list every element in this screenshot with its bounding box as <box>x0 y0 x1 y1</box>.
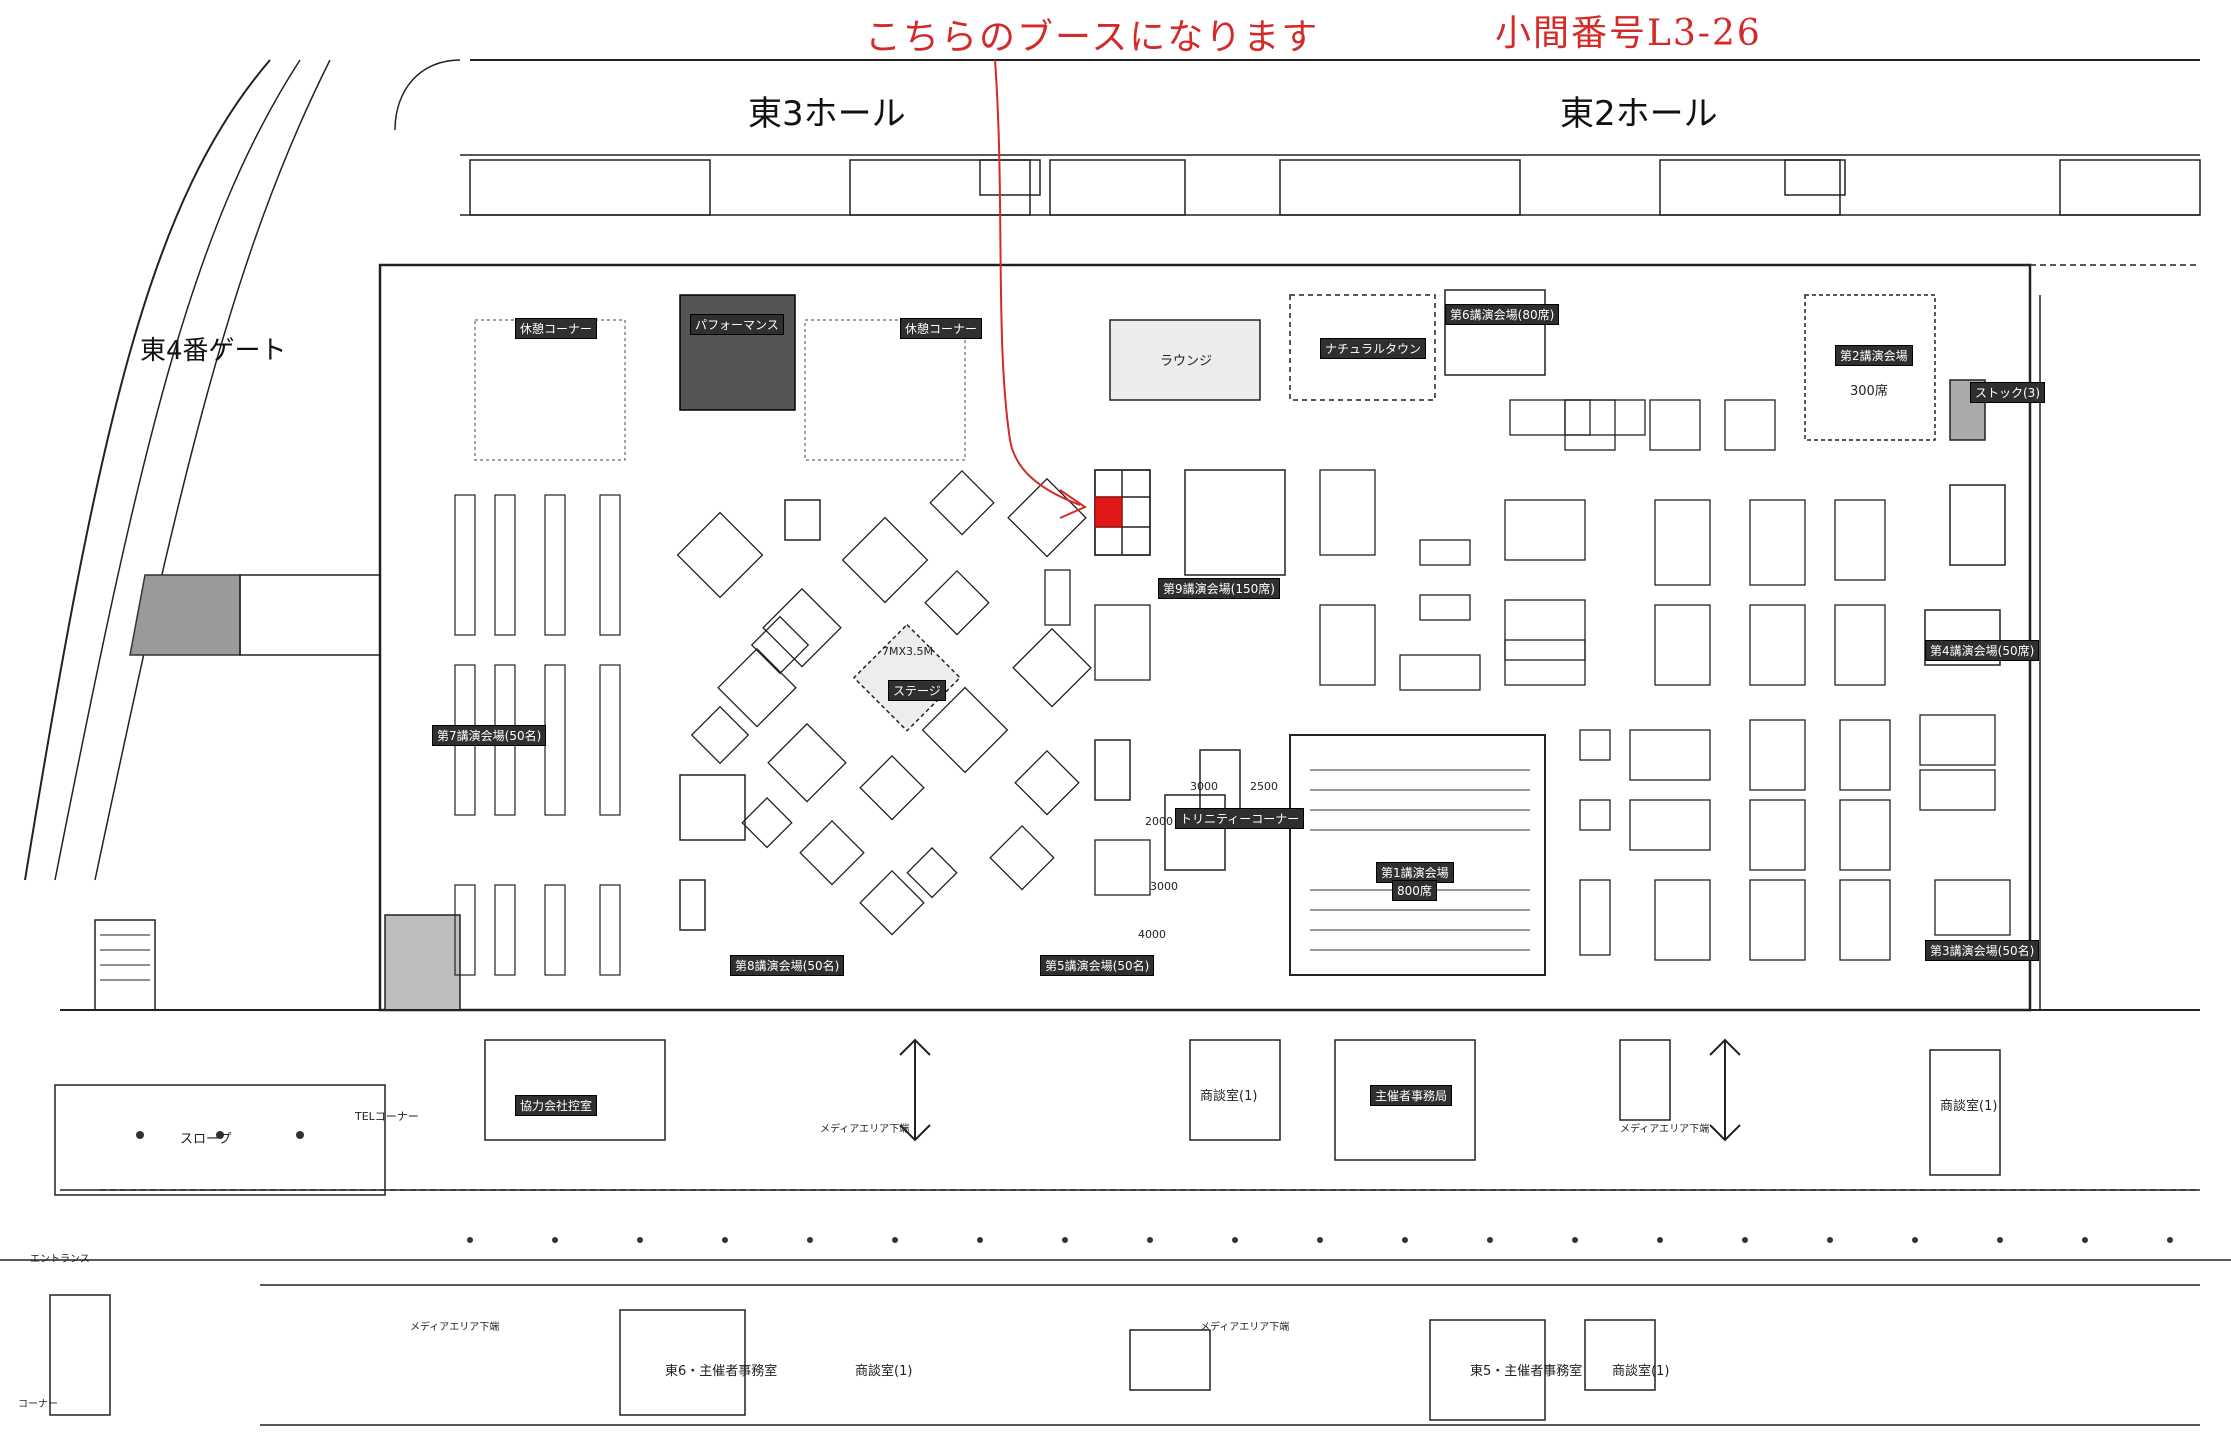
tag-natural-town: ナチュラルタウン <box>1320 338 1427 359</box>
slope-label: スロープ <box>180 1132 232 1147</box>
lecture-hall-9 <box>1184 469 1286 576</box>
tag-trinity: トリニティーコーナー <box>1175 808 1305 829</box>
tag-rest-mid: 休憩コーナー <box>900 318 983 339</box>
tag-lecture1-seats: 800席 <box>1392 880 1437 901</box>
booth-note: こちらのブースになります <box>865 17 1320 58</box>
tag-lecture3: 第3講演会場(50名) <box>1925 940 2040 961</box>
meeting-room-1: 商談室(1) <box>1200 1089 1258 1104</box>
tel-corner: TELコーナー <box>355 1110 419 1123</box>
hatched-corridor <box>129 574 241 656</box>
tag-lecture4: 第4講演会場(50席) <box>1925 640 2040 661</box>
diagonal-booths <box>676 469 1092 936</box>
meeting-room-4: 商談室(1) <box>1612 1364 1670 1379</box>
tag-lecture8: 第8講演会場(50名) <box>730 955 845 976</box>
gate-label: 東4番ゲート <box>140 336 287 366</box>
annotation-arrow <box>994 59 1088 519</box>
east5-office: 東5・主催者事務室 <box>1470 1364 1583 1379</box>
lecture-hall-4 <box>1924 609 2001 666</box>
natural-town-area <box>1289 294 1436 401</box>
dim-3: 2000 <box>1145 815 1173 828</box>
stage-dim: 7MX3.5M <box>882 645 934 658</box>
meeting-room-3: 商談室(1) <box>855 1364 913 1379</box>
performance-area <box>679 294 796 411</box>
tag-lecture6: 第6講演会場(80席) <box>1445 304 1560 325</box>
booth-number-note: 小間番号L3-26 <box>1495 13 1762 54</box>
tag-lecture9: 第9講演会場(150席) <box>1158 578 1280 599</box>
tag-lecture2-seats: 300席 <box>1850 384 1888 399</box>
tag-lecture7: 第7講演会場(50名) <box>432 725 547 746</box>
tag-organizer-room: 主催者事務局 <box>1370 1085 1453 1106</box>
east6-office: 東6・主催者事務室 <box>665 1364 778 1379</box>
meeting-room-2: 商談室(1) <box>1940 1099 1998 1114</box>
tag-lounge: ラウンジ <box>1160 354 1213 369</box>
lecture-hall-2 <box>1804 294 1936 441</box>
tag-stage: ステージ <box>888 680 946 701</box>
dim-2: 2500 <box>1250 780 1278 793</box>
tag-rest-left: 休憩コーナー <box>515 318 598 339</box>
lounge-area <box>1109 319 1261 401</box>
tag-partner-room: 協力会社控室 <box>515 1095 598 1116</box>
dim-1: 3000 <box>1190 780 1218 793</box>
entrance-label: エントランス <box>30 1254 90 1265</box>
lecture-hall-6 <box>1444 289 1546 376</box>
corner-label: コーナー <box>18 1399 58 1410</box>
tag-lecture5: 第5講演会場(50名) <box>1040 955 1155 976</box>
hall-label-east3: 東3ホール <box>748 94 906 134</box>
hall-label-east2: 東2ホール <box>1560 94 1718 134</box>
tag-lecture2: 第2講演会場 <box>1835 345 1913 366</box>
dim-4: 3000 <box>1150 880 1178 893</box>
center-booths <box>1044 399 2011 961</box>
tag-performance: パフォーマンス <box>690 314 784 335</box>
dim-5: 4000 <box>1138 928 1166 941</box>
media-area-4: メディアエリア下端 <box>1200 1322 1290 1333</box>
media-area-1: メディアエリア下端 <box>820 1124 910 1135</box>
media-area-2: メディアエリア下端 <box>1620 1124 1710 1135</box>
stage-area <box>852 623 962 732</box>
highlighted-booth-L3-26[interactable] <box>1094 496 1123 528</box>
media-area-3: メディアエリア下端 <box>410 1322 500 1333</box>
lecture-hall-1 <box>1289 734 1546 976</box>
tag-stock: ストック(3) <box>1970 382 2045 403</box>
